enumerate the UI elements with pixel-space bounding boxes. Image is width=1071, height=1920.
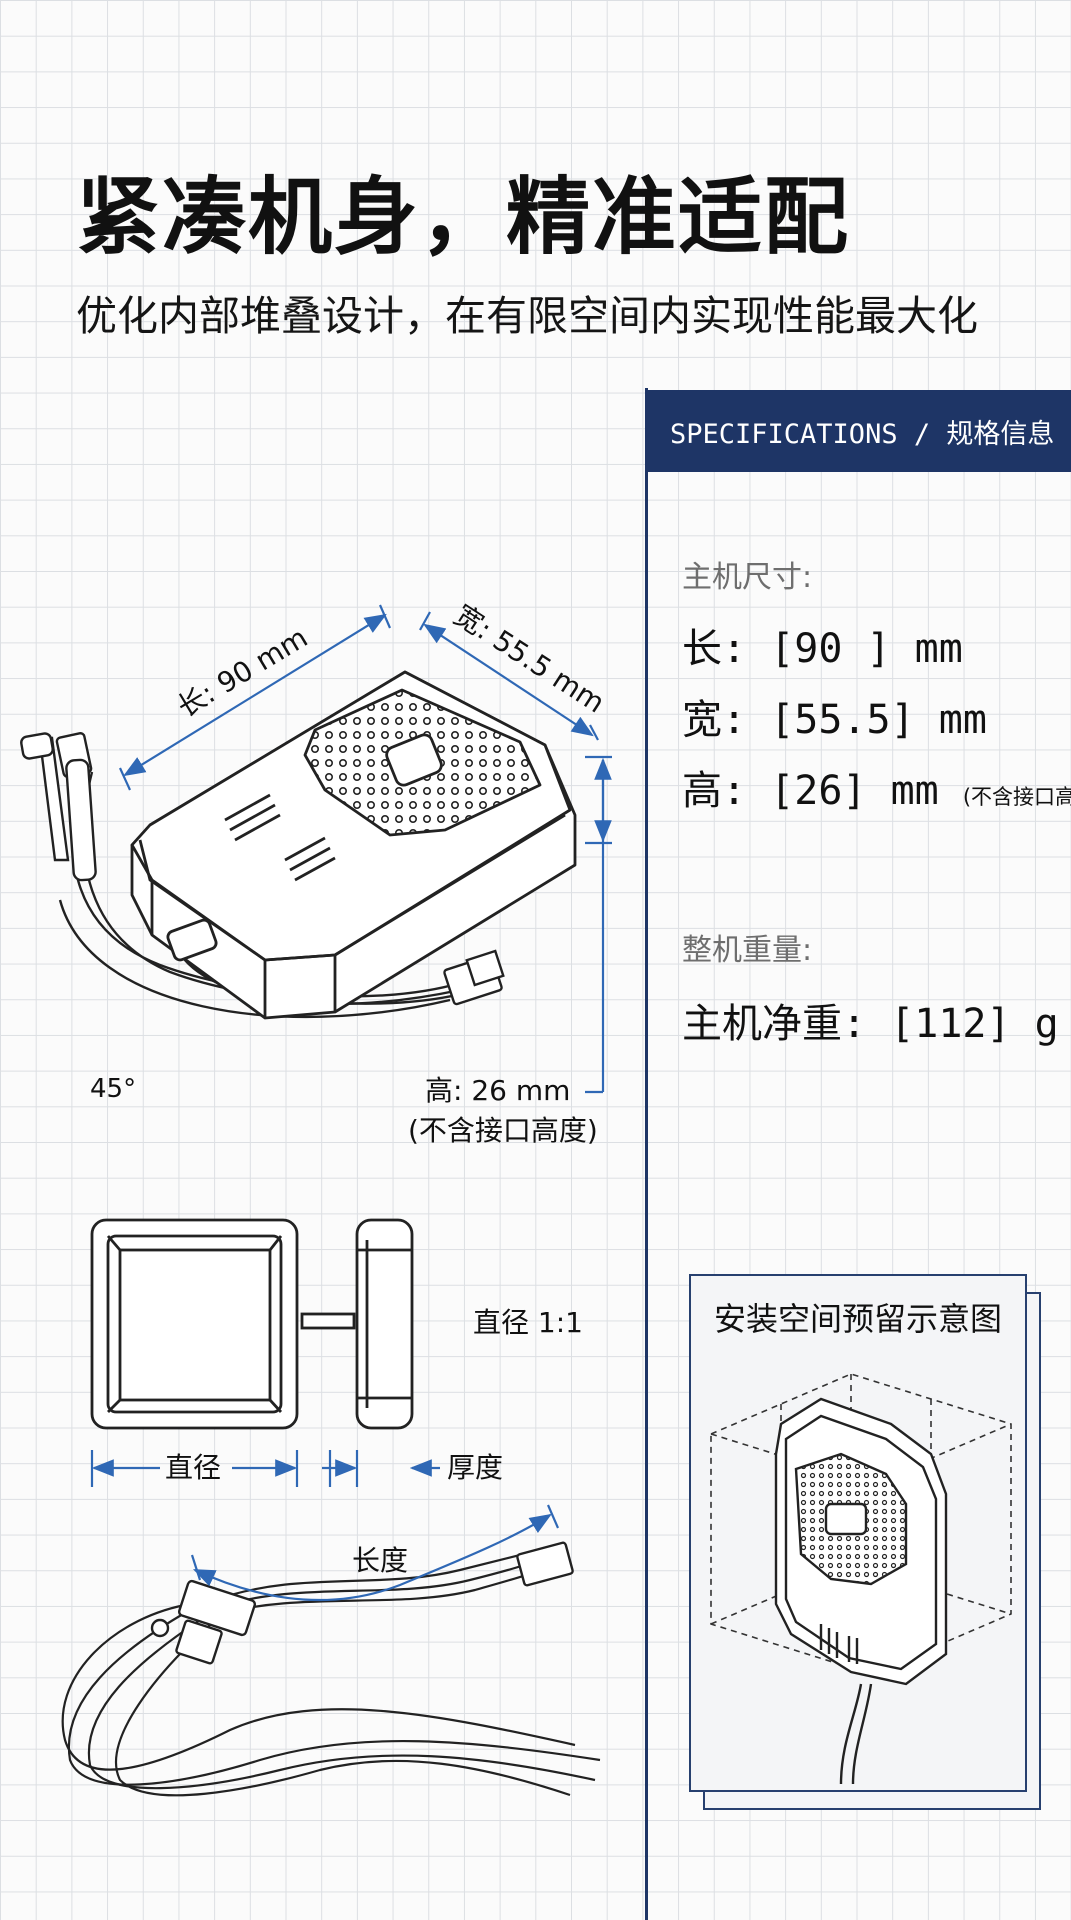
wire-harness <box>61 1548 601 1797</box>
spec-width: 宽: [55.5] mm <box>682 697 987 743</box>
spec-dimensions: 主机尺寸: 长: [90 ] mm 宽: [55.5] mm 高: [26] m… <box>682 552 1071 827</box>
device-body <box>130 670 577 1020</box>
spec-height: 高: [26] mm <box>682 768 939 814</box>
diameter-view <box>90 1218 414 1430</box>
subheadline: 优化内部堆叠设计，在有限空间内实现性能最大化 <box>76 292 978 340</box>
diameter-dimension-lines <box>90 1450 440 1487</box>
device-drawing: 长: 90 mm 宽: 55.5 mm 高: 26 mm (不含接口高度) 45… <box>20 598 612 1797</box>
height-note: (不含接口高度) <box>408 1114 598 1147</box>
headline: 紧凑机身，精准适配 <box>76 168 851 266</box>
weight-label: 整机重量: <box>682 933 813 968</box>
install-space-card: 安装空间预留示意图 <box>689 1274 1027 1792</box>
spec-header-text: SPECIFICATIONS / 规格信息 <box>670 418 1055 450</box>
install-diagram <box>710 1373 1012 1784</box>
height-dimension: 高: 26 mm <box>425 1074 570 1107</box>
install-title: 安装空间预留示意图 <box>713 1300 1002 1338</box>
spec-net-weight: 主机净重: [112] g <box>682 1001 1059 1047</box>
dimensions-label: 主机尺寸: <box>682 560 813 595</box>
dimension-lines <box>118 604 612 1094</box>
thickness-label: 厚度 <box>447 1451 503 1484</box>
angle-label: 45° <box>90 1074 136 1104</box>
install-device <box>774 1397 948 1784</box>
diameter-label: 直径 <box>165 1451 221 1484</box>
jst-connector-icon <box>443 949 505 1006</box>
cable-length-dimension <box>190 1504 560 1602</box>
diameter-ratio-label: 直径 1:1 <box>473 1306 583 1339</box>
spec-weight: 整机重量: 主机净重: [112] g <box>682 925 1059 1060</box>
usb-connector-icon <box>20 732 97 882</box>
column-divider <box>645 388 648 1920</box>
spec-length: 长: [90 ] mm <box>682 626 963 672</box>
spec-header: SPECIFICATIONS / 规格信息 <box>646 390 1071 472</box>
spec-height-note: (不含接口高度) <box>962 785 1071 809</box>
width-dimension: 宽: 55.5 mm <box>448 598 610 719</box>
cable-length-label: 长度 <box>352 1544 408 1577</box>
spec-height-row: 高: [26] mm (不含接口高度) <box>682 756 1071 827</box>
